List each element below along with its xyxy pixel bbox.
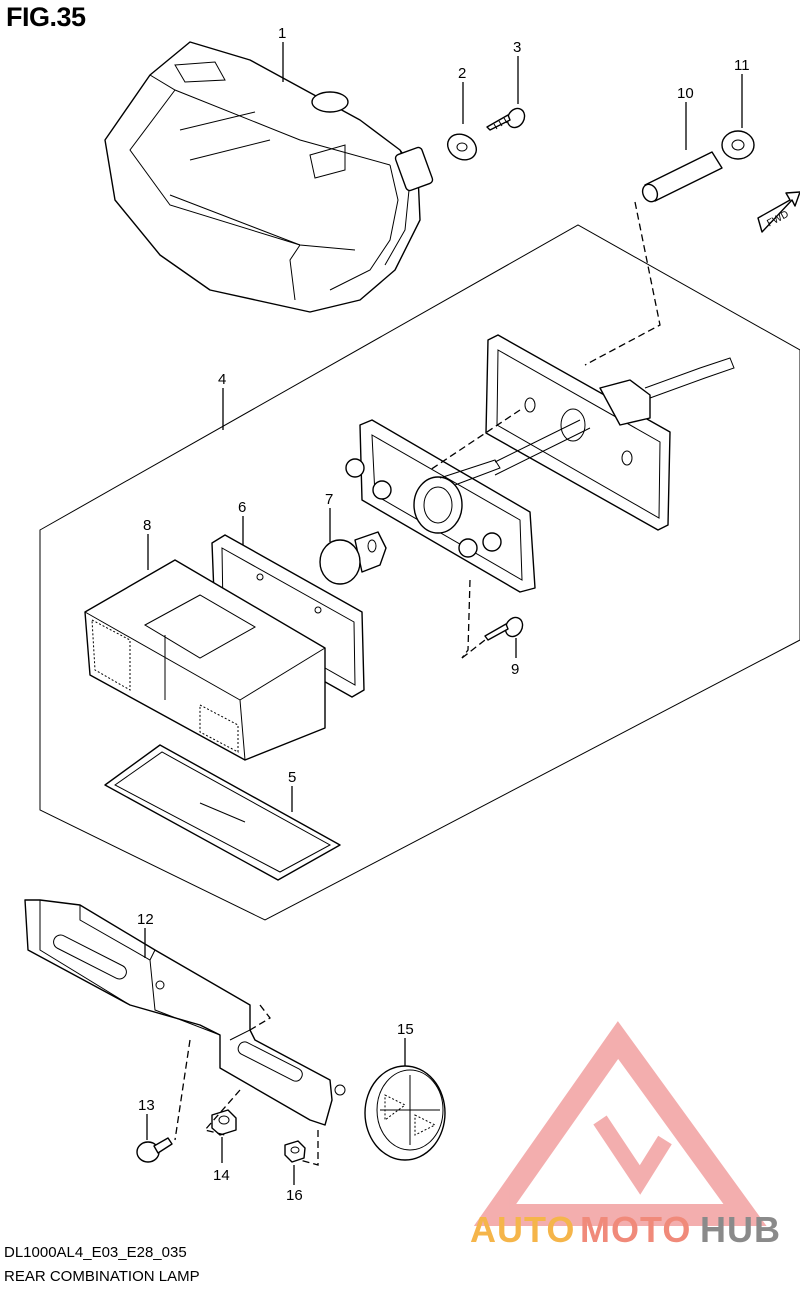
watermark-text-moto: MOTO: [580, 1209, 691, 1250]
callout-5: 5: [288, 769, 296, 786]
callout-3: 3: [513, 39, 521, 56]
callout-1: 1: [278, 25, 286, 42]
callout-14: 14: [213, 1167, 230, 1184]
callout-4: 4: [218, 371, 226, 388]
part-4-assembly-outline: [39, 224, 800, 921]
part-10-collar: [641, 151, 723, 203]
callout-8: 8: [143, 517, 151, 534]
figure-code: DL1000AL4_E03_E28_035: [4, 1244, 187, 1261]
callout-10: 10: [677, 85, 694, 102]
figure-title: FIG.35: [6, 2, 86, 32]
callout-9: 9: [511, 661, 519, 678]
part-5-reflector-plate: [104, 744, 341, 881]
fwd-arrow-icon: [757, 191, 800, 233]
part-12-bracket: [24, 899, 346, 1126]
part-16-nut: [284, 1140, 306, 1163]
callout-11: 11: [734, 57, 750, 74]
watermark-text-auto: AUTO: [470, 1209, 575, 1250]
callout-2: 2: [458, 65, 466, 82]
callout-13: 13: [138, 1097, 155, 1114]
callout-6: 6: [238, 499, 246, 516]
watermark-logo: [473, 1021, 767, 1226]
part-2-washer: [446, 133, 478, 161]
lamp-socket-bracket: [345, 419, 591, 593]
leader-lines: [144, 42, 743, 1185]
license-lamp-frame: [485, 334, 735, 531]
watermark-text-hub: HUB: [700, 1209, 781, 1250]
part-7-bulb: [319, 531, 387, 585]
callout-numbers: 1 2 3 4 5 6 7 8 9 10 11 12 13 14 15 16: [137, 25, 750, 1204]
callout-7: 7: [325, 491, 333, 508]
figure-caption: REAR COMBINATION LAMP: [4, 1268, 200, 1285]
part-8-lens: [84, 559, 326, 761]
callout-15: 15: [397, 1021, 414, 1038]
part-1-tail-lamp-housing: [104, 41, 434, 313]
part-3-screw: [486, 107, 526, 131]
part-9-screw: [484, 616, 524, 641]
callout-16: 16: [286, 1187, 303, 1204]
part-14-nut: [211, 1109, 237, 1136]
part-15-reflector: [364, 1065, 446, 1161]
part-11-nut: [721, 130, 755, 160]
part-13-bolt: [136, 1137, 173, 1163]
callout-12: 12: [137, 911, 154, 928]
